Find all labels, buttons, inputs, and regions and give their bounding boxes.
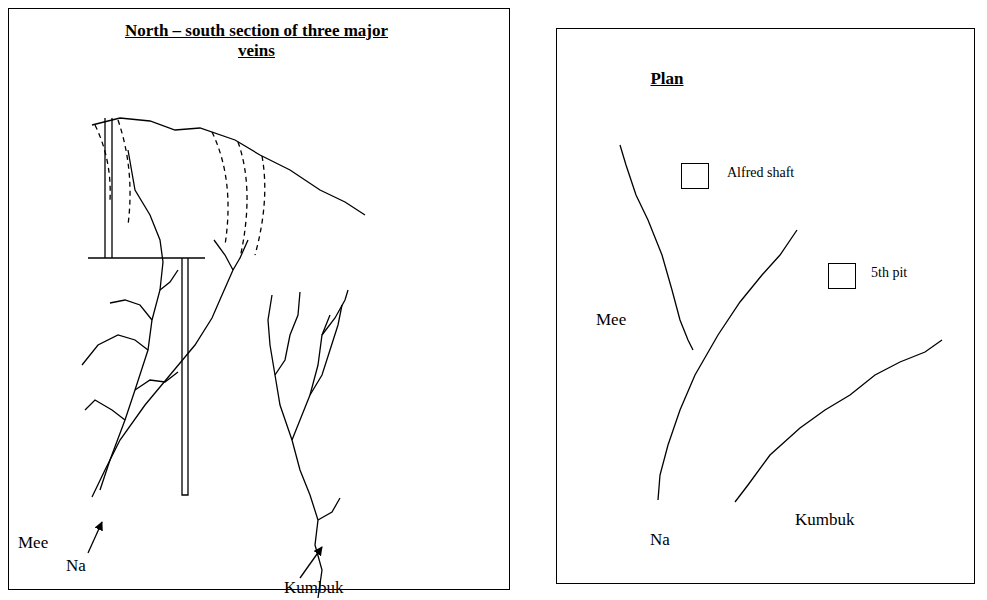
- vein-branch: [85, 400, 125, 420]
- mee-vein: [100, 150, 163, 490]
- vein-branch: [292, 315, 330, 440]
- shaft: [182, 258, 188, 495]
- vein-branch: [214, 240, 233, 270]
- vein-branch: [82, 335, 148, 365]
- vein-branch: [322, 290, 348, 335]
- pointer-arrow: [88, 522, 102, 553]
- diagram-panel: Alfred shaft 5th pit Plan: [556, 28, 975, 584]
- shaft-marker: 5th pit: [828, 263, 912, 289]
- pit-square: [828, 263, 856, 289]
- kumbuk-vein: [735, 340, 942, 502]
- panel-title: North – south section of three major vei…: [124, 21, 389, 62]
- pointer-arrow: [300, 547, 322, 578]
- vein-branch: [275, 292, 300, 375]
- vein-label: Mee: [596, 310, 626, 330]
- vein-label: Na: [650, 530, 670, 550]
- vein-branch: [110, 300, 152, 320]
- vein-branch: [318, 498, 340, 520]
- vein-label: Kumbuk: [795, 510, 855, 530]
- shaft-marker: Alfred shaft: [681, 163, 799, 189]
- vein-branch: [310, 305, 342, 395]
- na-vein: [92, 240, 248, 497]
- ground-surface: [92, 118, 365, 215]
- vein-branch: [160, 270, 178, 290]
- shaft-label: Alfred shaft: [727, 165, 794, 181]
- shaft-label: 5th pit: [871, 265, 907, 281]
- na-vein: [658, 230, 797, 500]
- diagram-panel: North – south section of three major vei…: [8, 8, 510, 590]
- dashed-vein: [95, 120, 265, 258]
- vein-branch: [135, 372, 178, 390]
- panel-title: Plan: [637, 69, 697, 89]
- vein-label: Mee: [18, 533, 48, 553]
- shaft: [105, 118, 112, 258]
- vein-label: Na: [66, 556, 86, 576]
- vein-label: Kumbuk: [284, 578, 344, 598]
- pit-square: [681, 163, 709, 189]
- kumbuk-vein: [268, 295, 322, 598]
